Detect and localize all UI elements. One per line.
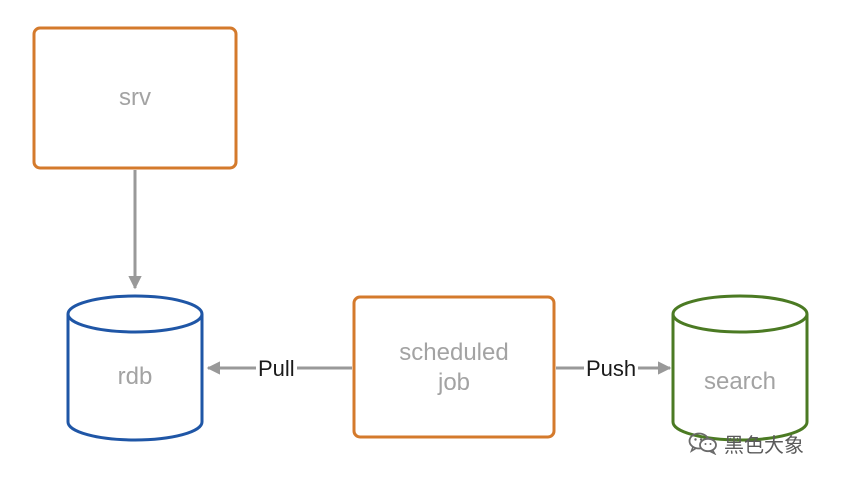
search-label: search xyxy=(703,368,777,395)
scheduled-job-label-line1: scheduled xyxy=(399,339,509,366)
scheduled-job-node xyxy=(352,295,556,439)
srv-node xyxy=(32,26,238,170)
rdb-label: rdb xyxy=(117,363,153,390)
scheduled-job-label-line2: job xyxy=(437,369,471,396)
rdb-node xyxy=(66,294,204,442)
srv-label: srv xyxy=(119,84,151,111)
wechat-icon xyxy=(688,431,718,455)
push-edge-label: Push xyxy=(584,356,639,382)
watermark: 黑色大象 xyxy=(688,428,804,458)
search-node xyxy=(671,294,809,442)
pull-edge-label: Pull xyxy=(256,356,297,382)
scheduled-job-label: scheduled job xyxy=(354,338,554,398)
watermark-text: 黑色大象 xyxy=(724,434,804,457)
